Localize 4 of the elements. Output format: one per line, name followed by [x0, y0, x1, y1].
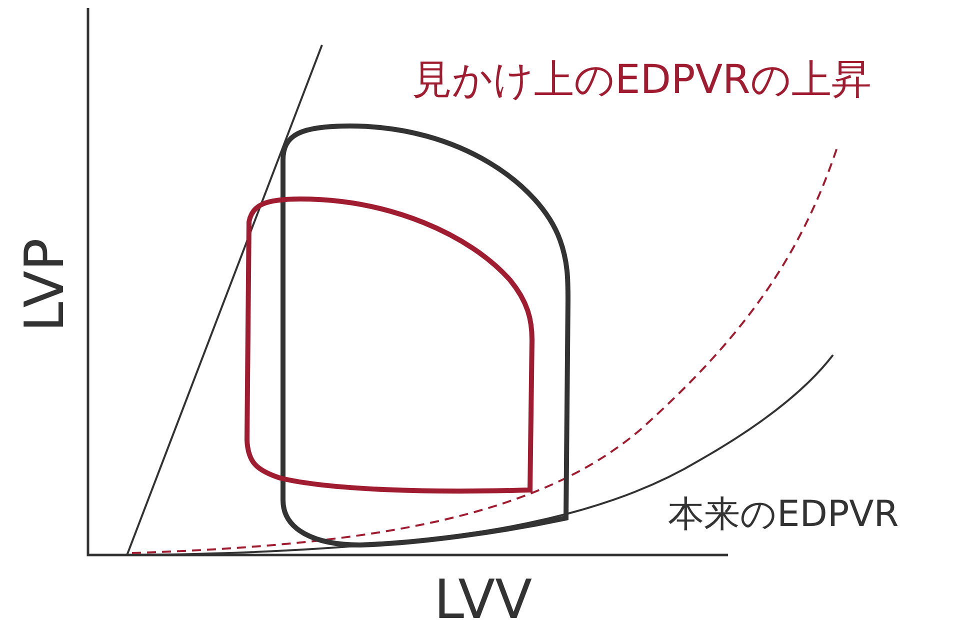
axis-title: LVP [18, 238, 72, 332]
axis-title: LVV [434, 573, 532, 623]
curve-label: 本来のEDPVR [668, 497, 899, 533]
curve-label: 見かけ上のEDPVRの上昇 [412, 60, 872, 100]
